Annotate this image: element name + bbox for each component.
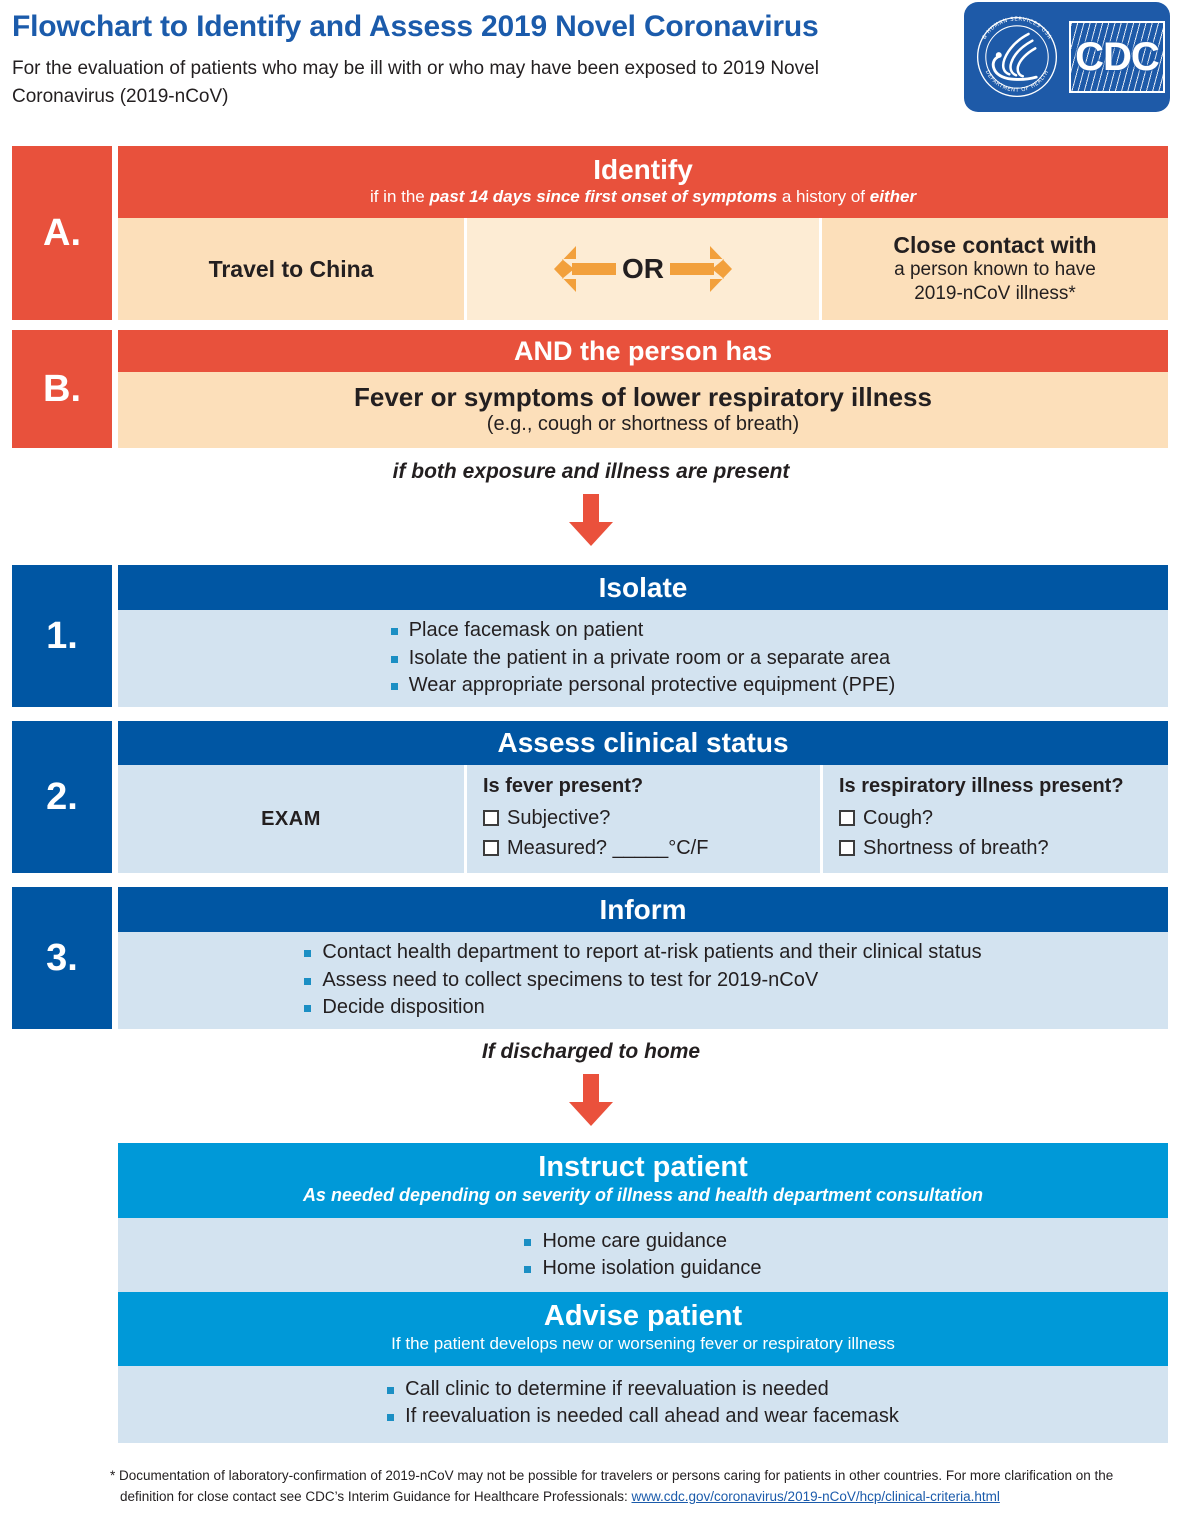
section-1-header: Isolate (118, 565, 1168, 610)
advise-patient-body: Call clinic to determine if reevaluation… (118, 1365, 1168, 1443)
advise-patient-header: Advise patient If the patient develops n… (118, 1292, 1168, 1366)
svg-text:& HUMAN SERVICES USA: & HUMAN SERVICES USA (981, 16, 1052, 40)
instruct-patient-header: Instruct patient As needed depending on … (118, 1143, 1168, 1218)
section-b-main-text: Fever or symptoms of lower respiratory i… (354, 381, 932, 412)
footnote: * Documentation of laboratory-confirmati… (110, 1466, 1120, 1508)
respiratory-option-shortness[interactable]: Shortness of breath? (839, 833, 1049, 863)
footnote-link[interactable]: www.cdc.gov/coronavirus/2019-nCoV/hcp/cl… (631, 1488, 1000, 1504)
instruct-patient-block: Instruct patient As needed depending on … (118, 1143, 1168, 1296)
fever-option-measured[interactable]: Measured? _____°C/F (483, 833, 708, 863)
section-2-body: EXAM Is fever present? Subjective? Measu… (118, 765, 1168, 873)
respiratory-option-shortness-label: Shortness of breath? (863, 837, 1049, 859)
footnote-text: * Documentation of laboratory-confirmati… (110, 1468, 1114, 1504)
advise-patient-block: Advise patient If the patient develops n… (118, 1292, 1168, 1443)
section-3-title: Inform (599, 893, 687, 925)
page-title: Flowchart to Identify and Assess 2019 No… (12, 10, 819, 43)
advise-patient-subtitle: If the patient develops new or worsening… (391, 1334, 895, 1354)
or-divider: OR (464, 218, 822, 320)
exam-column: EXAM (118, 765, 464, 873)
arrow-down-icon (569, 1074, 613, 1126)
advise-patient-title: Advise patient (543, 1300, 743, 1332)
respiratory-option-cough-label: Cough? (863, 807, 934, 829)
list-item: If reevaluation is needed call ahead and… (387, 1403, 899, 1431)
cdc-logo: & HUMAN SERVICES USA DEPARTMENT OF HEALT… (964, 2, 1170, 112)
hhs-seal-icon: & HUMAN SERVICES USA DEPARTMENT OF HEALT… (976, 16, 1058, 98)
section-1-body: Place facemask on patient Isolate the pa… (118, 610, 1168, 707)
option-close-contact: Close contact with a person known to hav… (822, 218, 1168, 320)
checkbox-subjective[interactable] (483, 810, 499, 826)
list-item: Isolate the patient in a private room or… (390, 645, 896, 673)
section-2-marker: 2. (12, 721, 112, 873)
connector-2-label: If discharged to home (481, 1040, 701, 1063)
section-3-inform: 3. Inform Contact health department to r… (12, 887, 1168, 1029)
section-3-marker: 3. (12, 887, 112, 1029)
fever-question: Is fever present? (483, 775, 644, 797)
page-subtitle: For the evaluation of patients who may b… (12, 58, 819, 107)
section-3-header: Inform (118, 887, 1168, 932)
list-item: Wear appropriate personal protective equ… (390, 672, 895, 700)
section-b-marker: B. (12, 330, 112, 448)
section-1-isolate: 1. Isolate Place facemask on patient Iso… (12, 565, 1168, 707)
arrow-down-icon (569, 494, 613, 546)
or-label: OR (622, 253, 664, 284)
fever-option-measured-label: Measured? _____°C/F (507, 837, 709, 859)
fever-option-subjective[interactable]: Subjective? (483, 803, 610, 833)
connector-discharged-home: If discharged to home (0, 1040, 1182, 1128)
list-item: Home isolation guidance (524, 1255, 762, 1283)
exam-label: EXAM (261, 807, 321, 830)
page-header: Flowchart to Identify and Assess 2019 No… (12, 10, 1170, 130)
section-b-sub-text: (e.g., cough or shortness of breath) (486, 413, 800, 436)
instruct-patient-body: Home care guidance Home isolation guidan… (118, 1217, 1168, 1296)
respiratory-column: Is respiratory illness present? Cough? S… (820, 765, 1168, 873)
connector-1-label: if both exposure and illness are present (392, 460, 790, 483)
option-close-contact-line3: 2019-nCoV illness* (914, 283, 1076, 305)
option-close-contact-line2: a person known to have (894, 259, 1096, 281)
section-2-header: Assess clinical status (118, 721, 1168, 765)
list-item: Home care guidance (524, 1228, 761, 1256)
respiratory-option-cough[interactable]: Cough? (839, 803, 933, 833)
section-b-body: Fever or symptoms of lower respiratory i… (118, 372, 1168, 448)
arrow-right-icon (670, 246, 732, 292)
list-item: Assess need to collect specimens to test… (304, 967, 981, 995)
checkbox-shortness-of-breath[interactable] (839, 840, 855, 856)
fever-option-subjective-label: Subjective? (507, 807, 611, 829)
list-item: Call clinic to determine if reevaluation… (387, 1376, 899, 1404)
list-item: Contact health department to report at-r… (304, 939, 982, 967)
option-travel-label: Travel to China (208, 255, 374, 282)
instruct-patient-subtitle: As needed depending on severity of illne… (302, 1185, 984, 1206)
section-a: A. Identify if in the past 14 days since… (12, 146, 1168, 320)
section-a-options: Travel to China OR (118, 218, 1168, 320)
connector-exposure-illness: if both exposure and illness are present (0, 460, 1182, 548)
section-a-marker: A. (12, 146, 112, 320)
checkbox-cough[interactable] (839, 810, 855, 826)
instruct-patient-title: Instruct patient (538, 1151, 748, 1183)
section-a-subtitle: if in the past 14 days since first onset… (369, 187, 917, 207)
list-item: Decide disposition (304, 994, 981, 1022)
arrow-left-icon (554, 246, 616, 292)
fever-column: Is fever present? Subjective? Measured? … (464, 765, 820, 873)
section-2-assess: 2. Assess clinical status EXAM Is fever … (12, 721, 1168, 873)
option-travel-to-china: Travel to China (118, 218, 464, 320)
section-3-body: Contact health department to report at-r… (118, 932, 1168, 1029)
svg-text:DEPARTMENT OF HEALTH: DEPARTMENT OF HEALTH (984, 69, 1051, 93)
list-item: Place facemask on patient (390, 617, 896, 645)
section-1-marker: 1. (12, 565, 112, 707)
section-b: B. AND the person has Fever or symptoms … (12, 330, 1168, 448)
checkbox-measured[interactable] (483, 840, 499, 856)
section-a-header: Identify if in the past 14 days since fi… (118, 146, 1168, 218)
cdc-wordmark: CDC (1069, 21, 1165, 93)
section-1-title: Isolate (598, 571, 688, 603)
section-b-header: AND the person has (118, 330, 1168, 372)
section-b-title: AND the person has (513, 335, 773, 366)
section-2-title: Assess clinical status (497, 727, 789, 759)
option-close-contact-title: Close contact with (893, 232, 1097, 259)
section-a-title: Identify (593, 153, 693, 185)
respiratory-question: Is respiratory illness present? (839, 775, 1124, 797)
